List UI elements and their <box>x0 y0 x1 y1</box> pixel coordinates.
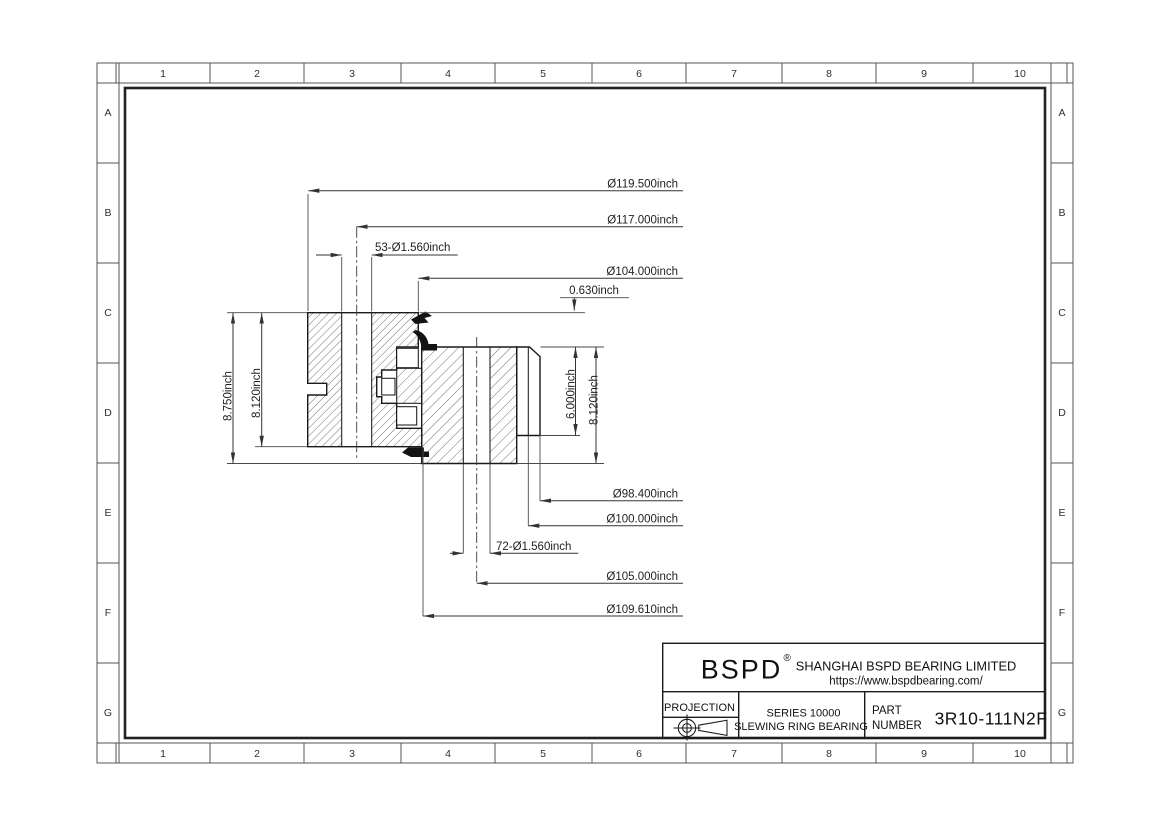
third-angle-projection-icon <box>673 714 728 741</box>
zone-row-label: G <box>1058 707 1066 719</box>
registered-trademark-symbol: ® <box>784 653 792 664</box>
zone-row-label: F <box>105 607 111 619</box>
series-line2: SLEWING RING BEARING <box>734 721 868 733</box>
series-line1: SERIES 10000 <box>767 707 841 719</box>
dimension-labels: Ø119.500inch Ø117.000inch 53-Ø1.560inch … <box>223 179 678 617</box>
dim-label-d105: Ø105.000inch <box>606 571 678 583</box>
zone-row-label: C <box>104 307 112 319</box>
zone-col-label: 3 <box>349 68 355 80</box>
dim-label-d119: Ø119.500inch <box>607 179 678 191</box>
zone-col-label: 6 <box>636 68 642 80</box>
zone-column-labels-top: 1 2 3 4 5 6 7 8 9 10 <box>160 68 1026 80</box>
title-block-border <box>662 642 1046 739</box>
title-block: BSPD ® SHANGHAI BSPD BEARING LIMITED htt… <box>662 642 1048 741</box>
zone-row-label: A <box>104 107 111 119</box>
right-ring-nose-outline <box>396 367 423 404</box>
zone-band-separators-top <box>115 63 1068 83</box>
part-number-label-line1: PART <box>872 705 902 717</box>
dim-label-holes72: 72-Ø1.560inch <box>496 541 571 553</box>
zone-column-labels-bottom: 1 2 3 4 5 6 7 8 9 10 <box>160 748 1026 760</box>
zone-col-label: 1 <box>160 748 166 760</box>
dim-label-holes53: 53-Ø1.560inch <box>375 242 450 254</box>
right-ring-bolt-hole-edges <box>462 347 491 464</box>
zone-col-label: 3 <box>349 748 355 760</box>
company-website: https://www.bspdbearing.com/ <box>829 676 983 688</box>
lower-axial-roller <box>396 406 418 426</box>
zone-row-labels-left: A B C D E F G <box>104 107 112 719</box>
part-number-value: 3R10-111N2F <box>935 709 1048 729</box>
dim-label-h0630: 0.630inch <box>569 285 619 297</box>
seal-set <box>402 311 437 457</box>
bearing-cross-section <box>307 226 541 584</box>
dim-label-h8120-left: 8.120inch <box>251 368 263 418</box>
zone-col-label: 2 <box>254 68 260 80</box>
zone-band-separators-left <box>97 162 119 664</box>
projection-cone <box>698 719 728 737</box>
zone-col-label: 9 <box>921 748 927 760</box>
zone-col-label: 2 <box>254 748 260 760</box>
zone-row-label: B <box>104 207 111 219</box>
upper-axial-roller <box>396 347 419 369</box>
zone-col-label: 4 <box>445 748 451 760</box>
zone-row-label: C <box>1058 307 1066 319</box>
zone-col-label: 6 <box>636 748 642 760</box>
dim-label-d984: Ø98.400inch <box>613 489 678 501</box>
zone-row-label: D <box>104 407 112 419</box>
zone-col-label: 10 <box>1014 68 1026 80</box>
zone-row-label: E <box>104 507 111 519</box>
zone-row-label: D <box>1058 407 1066 419</box>
projection-label: PROJECTION <box>664 702 735 714</box>
zone-col-label: 8 <box>826 68 832 80</box>
part-number-label-line2: NUMBER <box>872 720 922 732</box>
zone-row-label: F <box>1059 607 1065 619</box>
radial-roller <box>381 377 396 396</box>
zone-row-label: G <box>104 707 112 719</box>
zone-col-label: 7 <box>731 68 737 80</box>
drawing-frame <box>123 86 1047 740</box>
right-ring-outer-rim <box>516 346 541 437</box>
company-name: SHANGHAI BSPD BEARING LIMITED <box>796 659 1016 674</box>
right-ring-nose-hatch <box>396 368 422 404</box>
zone-row-label: B <box>1058 207 1065 219</box>
zone-row-label: E <box>1058 507 1065 519</box>
zone-col-label: 5 <box>540 748 546 760</box>
dimension-lines <box>230 188 683 619</box>
dim-label-d104: Ø104.000inch <box>606 266 678 278</box>
zone-col-label: 7 <box>731 748 737 760</box>
zone-col-label: 5 <box>540 68 546 80</box>
right-ring-outline <box>421 346 518 465</box>
zone-band-inner-lines <box>97 63 1073 763</box>
lower-seal <box>402 447 429 457</box>
zone-col-label: 4 <box>445 68 451 80</box>
dim-label-d117: Ø117.000inch <box>607 215 678 227</box>
roller-set <box>381 347 419 426</box>
zone-row-label: A <box>1058 107 1065 119</box>
projection-crosshair <box>673 714 701 741</box>
outer-border <box>96 62 1074 764</box>
zone-band-separators-bottom <box>115 743 1068 763</box>
dimension-annotations: Ø119.500inch Ø117.000inch 53-Ø1.560inch … <box>223 179 683 619</box>
upper-seal-body <box>412 330 437 351</box>
sheet-border: 1 2 3 4 5 6 7 8 9 10 1 2 3 4 5 6 7 8 9 1… <box>96 62 1074 764</box>
dim-label-h8750: 8.750inch <box>223 371 235 421</box>
zone-col-label: 10 <box>1014 748 1026 760</box>
zone-col-label: 9 <box>921 68 927 80</box>
title-block-dividers <box>662 691 1046 739</box>
left-ring-bolt-hole-edges <box>341 312 373 447</box>
zone-row-labels-right: A B C D E F G <box>1058 107 1066 719</box>
bolt-hole-centerlines <box>356 226 478 584</box>
dim-label-h6000: 6.000inch <box>566 369 578 419</box>
brand-logo-text: BSPD <box>701 655 783 685</box>
zone-band-separators-right <box>1051 162 1073 664</box>
dim-label-d100: Ø100.000inch <box>606 514 678 526</box>
zone-col-label: 1 <box>160 68 166 80</box>
extension-lines <box>227 194 629 616</box>
upper-seal-lip <box>411 311 432 324</box>
dim-label-h8120-right: 8.120inch <box>589 375 601 425</box>
dim-label-d10961: Ø109.610inch <box>606 604 678 616</box>
zone-col-label: 8 <box>826 748 832 760</box>
